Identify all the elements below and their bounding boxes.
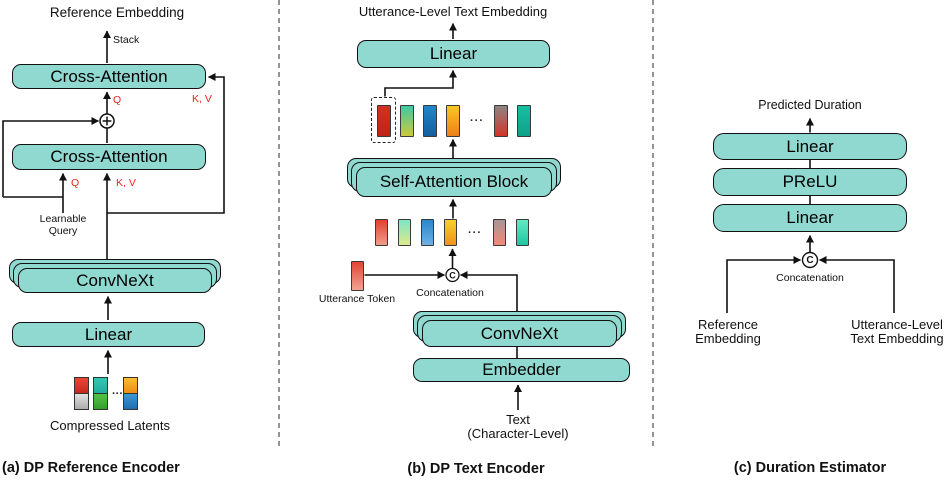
linear-box-a: Linear (12, 322, 205, 347)
embedding-token (377, 105, 391, 137)
wire-kv-branch-to-ca1 (107, 73, 225, 214)
ellipsis: ··· (470, 115, 484, 127)
selected-token-outline (371, 97, 396, 143)
latent-cell (93, 377, 108, 394)
predicted-duration-label: Predicted Duration (758, 98, 862, 112)
port-kv-bottom: K, V (116, 177, 136, 189)
caption-a: (a) DP Reference Encoder (2, 460, 180, 476)
convnext-label-b: ConvNeXt (480, 323, 559, 343)
utterance-token (351, 261, 364, 291)
port-q-bottom: Q (71, 177, 80, 189)
convnext-stack-b: ConvNeXt (413, 311, 626, 347)
linear-label-b: Linear (429, 44, 478, 63)
svg-text:C: C (449, 271, 456, 281)
cross-attention-bottom-box: Cross-Attention (12, 144, 206, 170)
cross-attention-bottom-label: Cross-Attention (50, 147, 168, 166)
latent-cell (74, 377, 89, 394)
latent-cell (74, 393, 89, 410)
self-attention-box: Self-Attention Block (356, 167, 552, 197)
linear-box-b: Linear (357, 40, 550, 68)
embedding-token (446, 105, 460, 137)
wire-utt-emb-to-concat (819, 256, 895, 313)
self-attention-label: Self-Attention Block (379, 172, 529, 191)
port-q-top: Q (113, 94, 122, 106)
concat-icon-b: C (445, 267, 460, 283)
ellipsis: ··· (112, 387, 123, 400)
add-icon (99, 113, 115, 129)
linear-top-label-c: Linear (786, 136, 834, 156)
learnable-query-label: Learnable Query (39, 213, 87, 237)
prelu-label: PReLU (782, 172, 838, 191)
convnext-stack-a: ConvNeXt (9, 259, 221, 293)
caption-c: (c) Duration Estimator (733, 460, 887, 476)
concatenation-label-c: Concatenation (776, 272, 844, 284)
latent-cell (123, 393, 138, 410)
reference-embedding-output-label: Reference Embedding (49, 5, 185, 20)
convnext-box-b: ConvNeXt (422, 320, 617, 347)
linear-top-box-c: Linear (713, 133, 907, 160)
stack-label: Stack (113, 34, 140, 46)
embedder-box: Embedder (413, 358, 630, 382)
embedding-token (423, 105, 437, 137)
reference-embedding-input-label: Reference Embedding (695, 317, 761, 346)
concat-icon-c: C (801, 251, 819, 269)
latent-token (74, 377, 89, 410)
latent-cell (93, 393, 108, 410)
embedding-token (400, 105, 414, 137)
embedding-token (517, 105, 531, 137)
embedding-token (398, 219, 411, 246)
latent-cell (123, 377, 138, 394)
svg-text:C: C (806, 255, 813, 266)
token-row-after-attention: ··· (377, 105, 531, 137)
utterance-token-label: Utterance Token (318, 293, 396, 305)
embedding-token (516, 219, 529, 246)
wire-ref-emb-to-concat (726, 256, 801, 313)
self-attention-stack: Self-Attention Block (347, 158, 561, 197)
embedding-token (375, 219, 388, 246)
cross-attention-top-label: Cross-Attention (50, 66, 168, 86)
convnext-box-a: ConvNeXt (18, 268, 212, 293)
linear-bottom-box-c: Linear (713, 204, 907, 232)
wire-token-to-linear (384, 70, 457, 97)
compressed-latents-label: Compressed Latents (50, 418, 170, 433)
linear-label-a: Linear (84, 324, 133, 344)
embedding-token (493, 219, 506, 246)
latent-token (123, 377, 138, 410)
concatenation-label-b: Concatenation (416, 287, 484, 299)
convnext-label-a: ConvNeXt (76, 270, 154, 290)
latent-token (93, 377, 108, 410)
wire-convnext-to-concat (460, 271, 518, 314)
ellipsis: ··· (468, 226, 482, 239)
embedding-token (494, 105, 508, 137)
embedding-token (444, 219, 457, 246)
compressed-latents-tokens: ··· (74, 377, 138, 410)
embedding-token (421, 219, 434, 246)
embedder-label: Embedder (482, 360, 561, 379)
cross-attention-top-box: Cross-Attention (12, 64, 206, 89)
caption-b: (b) DP Text Encoder (407, 461, 545, 477)
linear-bottom-label-c: Linear (786, 208, 834, 227)
token-row-before-attention: ··· (375, 219, 529, 246)
utterance-level-output-label: Utterance-Level Text Embedding (358, 4, 548, 19)
wire-residual (2, 117, 99, 197)
prelu-box: PReLU (713, 168, 907, 196)
port-kv-top: K, V (192, 93, 212, 105)
utterance-level-input-label: Utterance-Level Text Embedding (850, 317, 944, 346)
text-input-label: Text (Character-Level) (467, 412, 569, 441)
